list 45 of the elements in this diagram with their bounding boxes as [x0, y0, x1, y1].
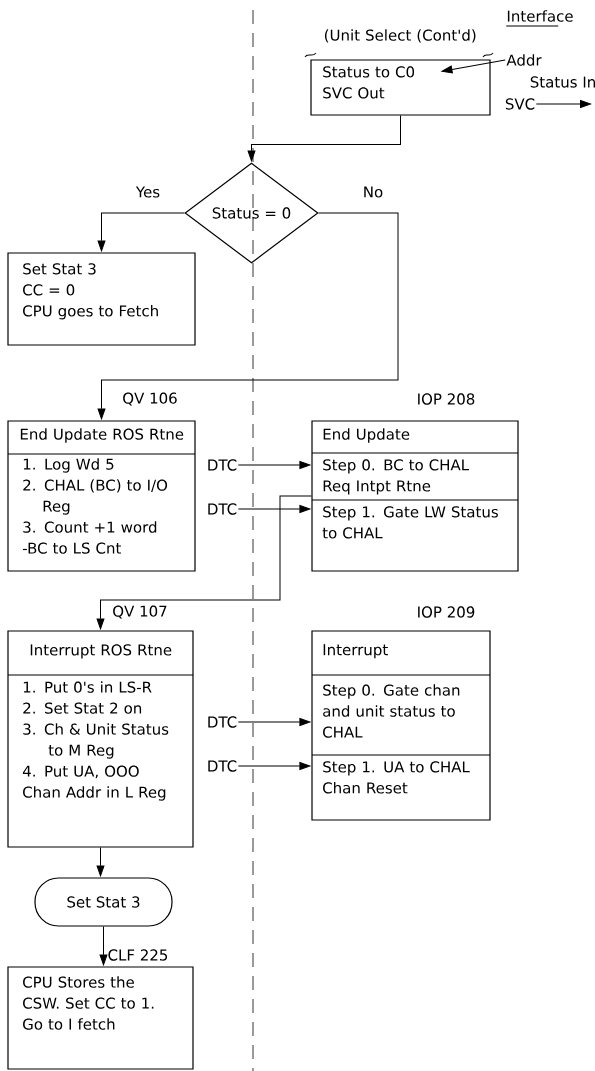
node-label: Interrupt ROS Rtne — [30, 644, 172, 659]
edge-label: Status In — [528, 75, 595, 89]
arrow — [237, 505, 311, 513]
process-box: Interrupt ROS Rtne 1. Put 0's in LS-R 2. Set Stat 2 on 3. Ch & Unit Status to M Reg 4. Put UA, OOO Chan Addr in L Reg — [7, 630, 194, 848]
arrow — [441, 59, 506, 74]
process-box: (Unit Select (Cont'd) Status to C0 SVC Out — [304, 29, 494, 116]
heading-label: Interface — [507, 10, 573, 22]
arrow — [237, 718, 311, 726]
node-label: 4. Put UA, OOO Chan Addr in L Reg — [22, 765, 166, 801]
node-label: 3. Count +1 word -BC to LS Cnt — [22, 521, 157, 554]
node-label: 2. CHAL (BC) to I/O Reg — [23, 479, 168, 515]
signal-label: Addr — [506, 54, 542, 66]
signal-label: DTC — [208, 760, 237, 772]
process-box: End Update Step 0. BC to CHAL Req Intpt Rtne Step 1. Gate LW Status to CHAL — [311, 420, 519, 572]
signal-label: SVC — [505, 98, 535, 110]
arrow — [237, 461, 311, 469]
arrow — [97, 212, 399, 420]
reference-label: IOP 208 — [418, 393, 475, 405]
node-label: 3. Ch & Unit Status to M Reg — [23, 723, 169, 759]
arrow — [237, 762, 311, 770]
arrow — [96, 495, 312, 630]
arrow — [99, 926, 108, 966]
reference-label: QV 106 — [123, 392, 177, 406]
node-label: 1. Log Wd 5 — [23, 458, 114, 473]
signal-label: DTC — [208, 716, 237, 728]
reference-label: CLF 225 — [108, 949, 168, 961]
reference-label: QV 107 — [113, 605, 167, 619]
terminal-box: Set Stat 3 — [34, 877, 173, 927]
node-label: 2. Set Stat 2 on — [23, 702, 142, 714]
process-box: End Update ROS Rtne 1. Log Wd 5 2. CHAL (BC) to I/O Reg 3. Count +1 word -BC to LS Cnt — [7, 420, 196, 572]
arrow — [247, 115, 401, 162]
signal-label: DTC — [208, 503, 237, 515]
arrow — [96, 847, 105, 877]
arrow — [535, 100, 591, 108]
signal-label: DTC — [208, 459, 237, 471]
arrow — [97, 212, 185, 252]
node-label: (Unit Select (Cont'd) — [324, 29, 476, 43]
process-box: CPU Stores the CSW. Set CC to 1. Go to I fetch — [7, 966, 194, 1070]
reference-label: IOP 209 — [418, 606, 475, 618]
node-label: 1. Put 0's in LS-R — [23, 681, 152, 693]
node-label: End Update ROS Rtne — [20, 428, 184, 443]
process-box: Interrupt Step 0. Gate chan and unit status to CHAL Step 1. UA to CHAL Chan Reset — [311, 630, 491, 821]
process-box: Set Stat 3 CC = 0 CPU goes to Fetch — [7, 252, 196, 346]
edge-label: Yes — [134, 185, 162, 199]
edge-label: No — [361, 185, 385, 199]
